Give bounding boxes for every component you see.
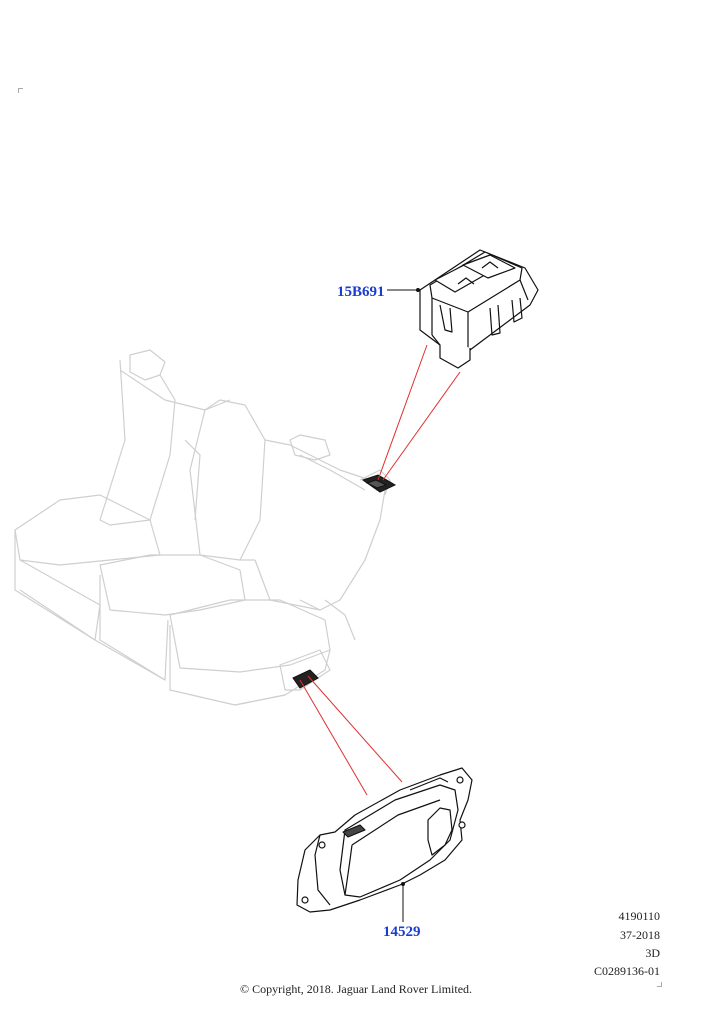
illustration-view: 3D (645, 946, 660, 960)
rear-seat-outline (14, 349, 391, 706)
seat-module-location (292, 669, 319, 689)
callout-15b691[interactable]: 15B691 (337, 284, 385, 300)
callout-14529[interactable]: 14529 (383, 924, 421, 940)
illustration-number: 4190110 (618, 909, 660, 923)
module-leader (401, 882, 405, 922)
illustration-date: 37-2018 (620, 928, 660, 942)
seat-switch-location (361, 474, 397, 493)
module-assembly (296, 767, 473, 913)
illustration-code: C0289136-01 (594, 964, 660, 978)
corner-mark-top-left (18, 88, 23, 93)
copyright-notice: © Copyright, 2018. Jaguar Land Rover Lim… (239, 982, 473, 996)
switch-assembly (419, 249, 539, 369)
switch-leader (387, 288, 420, 292)
leader-lines (299, 344, 461, 796)
